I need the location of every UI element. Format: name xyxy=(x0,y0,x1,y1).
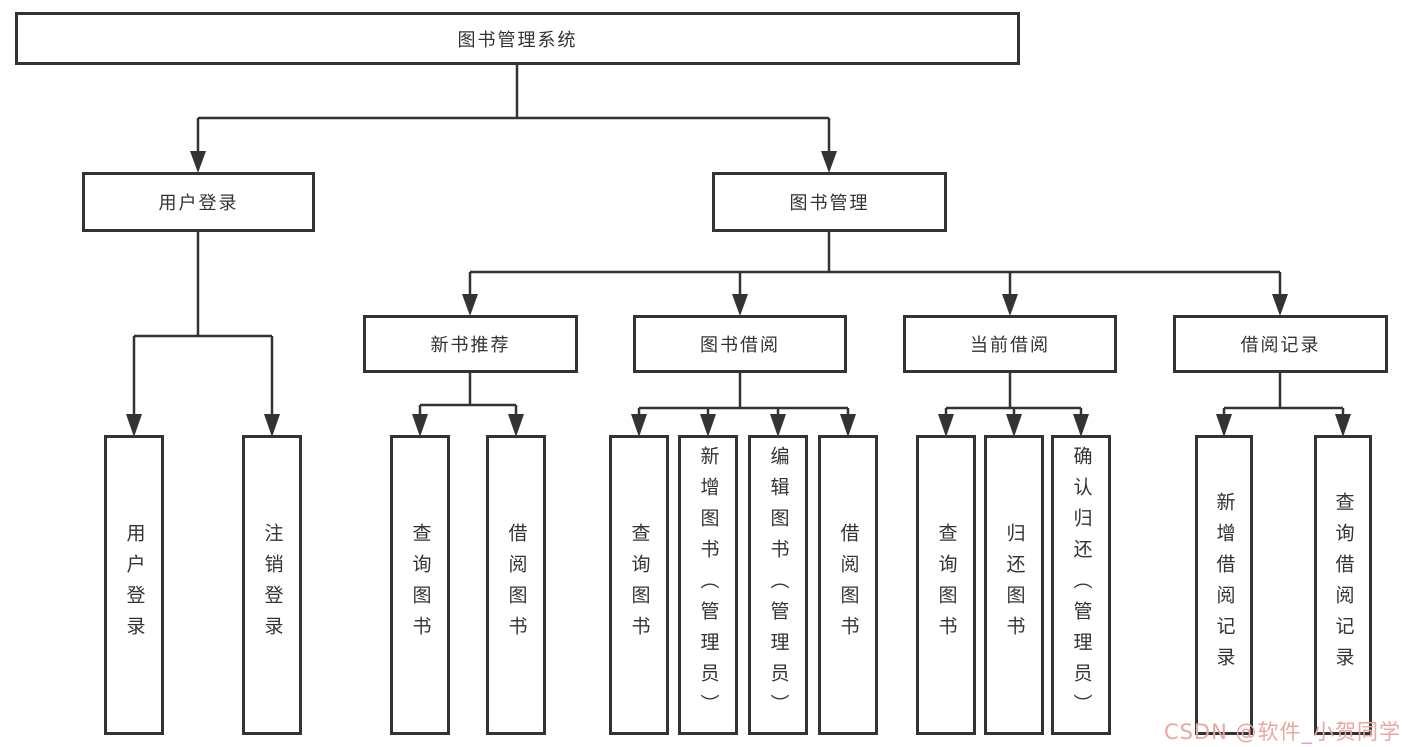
node-library-management-system: 图书管理系统 xyxy=(15,12,1020,65)
leaf-borrow-books: 借阅图书 xyxy=(818,435,878,735)
leaf-edit-books-admin: 编辑图书（管理员） xyxy=(748,435,808,735)
leaf-confirm-return-admin: 确认归还（管理员） xyxy=(1051,435,1111,735)
node-user-login: 用户登录 xyxy=(82,172,315,232)
leaf-user-login: 用户登录 xyxy=(104,435,164,735)
node-borrowing-records: 借阅记录 xyxy=(1173,315,1388,373)
node-current-borrowing: 当前借阅 xyxy=(903,315,1117,373)
leaf-add-books-admin: 新增图书（管理员） xyxy=(678,435,738,735)
node-new-book-recommendation: 新书推荐 xyxy=(363,315,578,373)
leaf-query-books: 查询图书 xyxy=(609,435,669,735)
node-book-management: 图书管理 xyxy=(712,172,947,232)
leaf-borrow-books: 借阅图书 xyxy=(486,435,546,735)
leaf-logout: 注销登录 xyxy=(242,435,302,735)
leaf-return-books: 归还图书 xyxy=(984,435,1044,735)
leaf-query-borrow-record: 查询借阅记录 xyxy=(1314,435,1372,735)
node-book-borrowing: 图书借阅 xyxy=(633,315,847,373)
leaf-query-books: 查询图书 xyxy=(916,435,976,735)
leaf-add-borrow-record: 新增借阅记录 xyxy=(1195,435,1253,735)
csdn-watermark: CSDN @软件_小贺同学 xyxy=(1163,720,1401,744)
leaf-query-books: 查询图书 xyxy=(390,435,450,735)
